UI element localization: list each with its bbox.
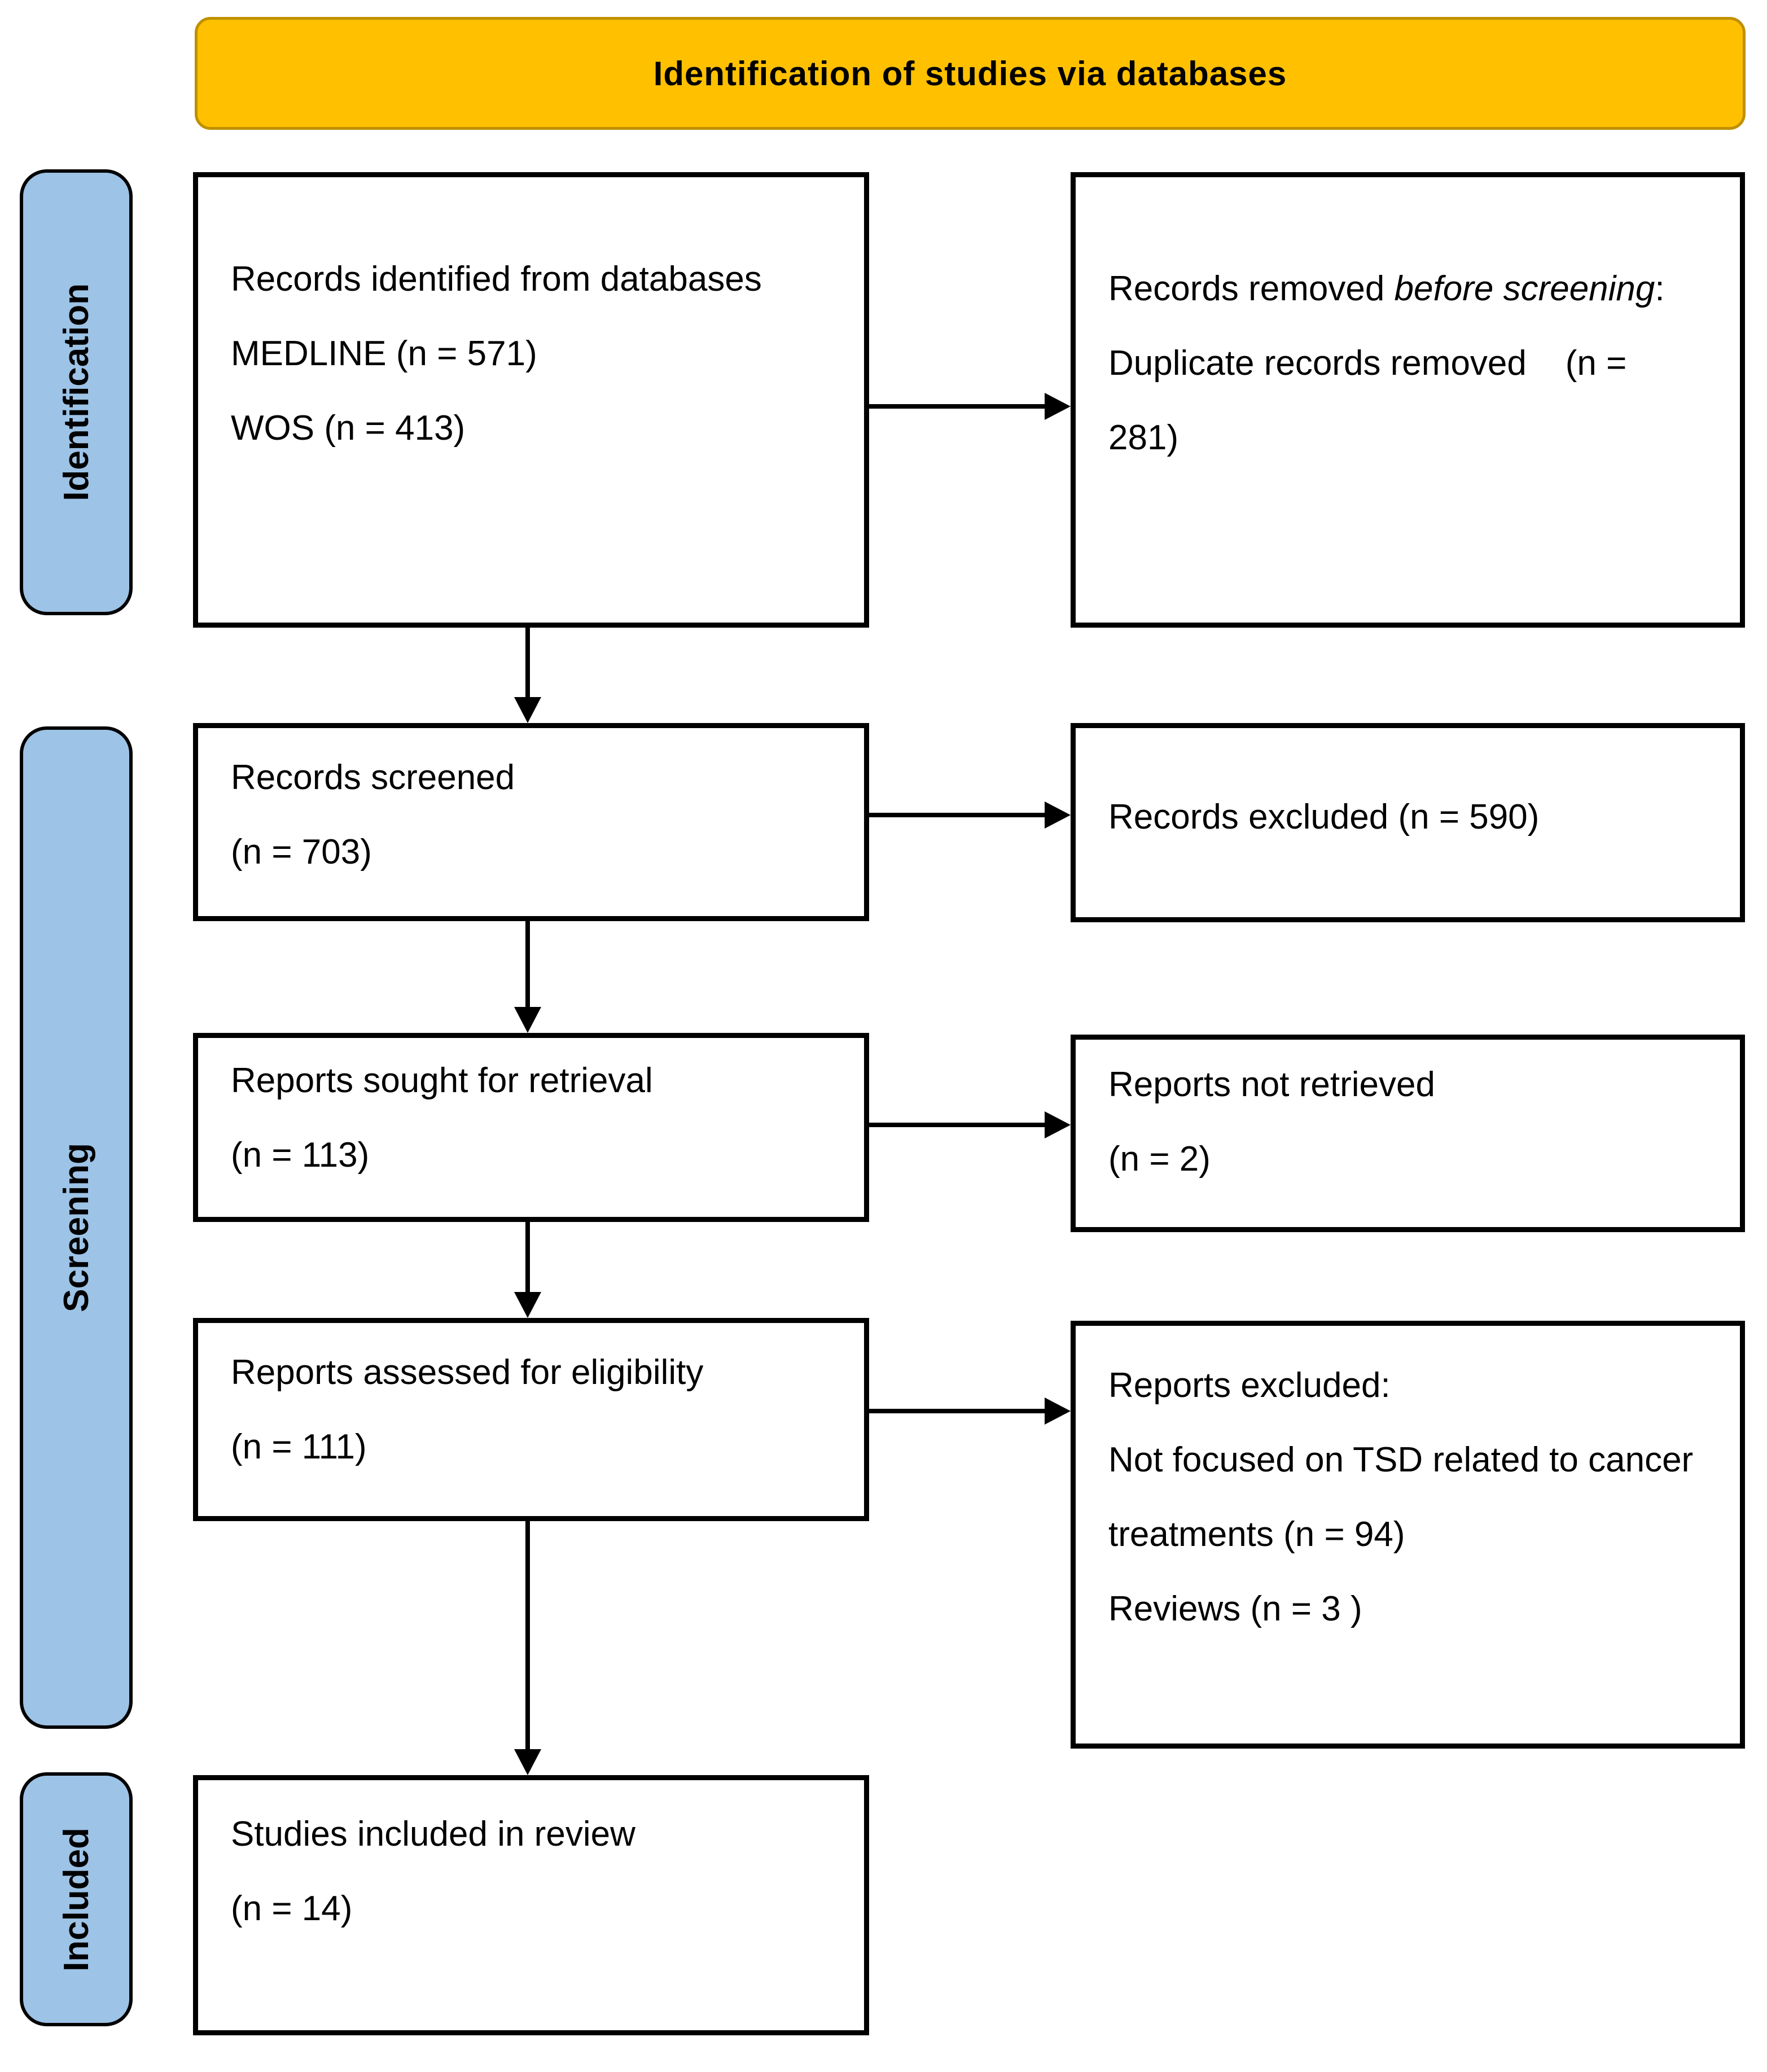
reports-excluded-line-1: Reports excluded: bbox=[1108, 1366, 1391, 1405]
records-identified-line-3: WOS (n = 413) bbox=[231, 409, 466, 448]
stage-screening-label: Screening bbox=[56, 1143, 96, 1312]
box-reports-sought: Reports sought for retrieval (n = 113) bbox=[193, 1033, 869, 1222]
records-excluded-line-1: Records excluded (n = 590) bbox=[1108, 798, 1540, 836]
box-records-excluded: Records excluded (n = 590) bbox=[1071, 723, 1745, 922]
reports-not-retrieved-line-1: Reports not retrieved bbox=[1108, 1065, 1435, 1104]
box-studies-included: Studies included in review (n = 14) bbox=[193, 1775, 869, 2035]
studies-included-line-2: (n = 14) bbox=[231, 1889, 353, 1928]
box-records-removed: Records removed before screening: Duplic… bbox=[1071, 172, 1745, 628]
arrow-sought-to-not-retrieved bbox=[869, 1111, 1071, 1138]
records-removed-italic: before screening bbox=[1394, 269, 1655, 308]
box-reports-excluded: Reports excluded: Not focused on TSD rel… bbox=[1071, 1321, 1745, 1749]
reports-not-retrieved-line-2: (n = 2) bbox=[1108, 1140, 1211, 1179]
records-identified-line-2: MEDLINE (n = 571) bbox=[231, 334, 537, 373]
records-removed-suffix: : bbox=[1655, 269, 1665, 308]
studies-included-line-1: Studies included in review bbox=[231, 1815, 635, 1854]
stage-included-label: Included bbox=[56, 1827, 96, 1972]
reports-sought-line-2: (n = 113) bbox=[231, 1136, 370, 1175]
reports-assessed-line-1: Reports assessed for eligibility bbox=[231, 1353, 704, 1392]
box-records-identified: Records identified from databases MEDLIN… bbox=[193, 172, 869, 628]
records-identified-line-1: Records identified from databases bbox=[231, 260, 762, 299]
reports-excluded-line-3: treatments (n = 94) bbox=[1108, 1515, 1405, 1554]
banner-title: Identification of studies via databases bbox=[653, 54, 1287, 93]
stage-identification-label: Identification bbox=[56, 283, 96, 501]
records-removed-line-2: Duplicate records removed (n = bbox=[1108, 344, 1627, 383]
arrow-screened-to-sought bbox=[514, 921, 541, 1033]
arrow-identified-to-removed bbox=[869, 393, 1071, 420]
reports-excluded-line-2: Not focused on TSD related to cancer bbox=[1108, 1440, 1694, 1479]
records-screened-line-2: (n = 703) bbox=[231, 833, 372, 871]
records-removed-line-1: Records removed before screening: bbox=[1076, 252, 1740, 326]
records-removed-line-3: 281) bbox=[1108, 418, 1179, 457]
arrow-sought-to-assessed bbox=[514, 1222, 541, 1318]
reports-excluded-line-4: Reviews (n = 3 ) bbox=[1108, 1589, 1362, 1628]
arrow-screened-to-excluded bbox=[869, 801, 1071, 829]
arrow-assessed-to-included bbox=[514, 1521, 541, 1775]
arrow-assessed-to-reports-excluded bbox=[869, 1398, 1071, 1425]
box-records-screened: Records screened (n = 703) bbox=[193, 723, 869, 921]
banner: Identification of studies via databases bbox=[195, 17, 1746, 130]
stage-screening: Screening bbox=[20, 726, 133, 1729]
box-reports-not-retrieved: Reports not retrieved (n = 2) bbox=[1071, 1035, 1745, 1232]
stage-included: Included bbox=[20, 1772, 133, 2026]
reports-assessed-line-2: (n = 111) bbox=[231, 1427, 367, 1466]
arrow-identified-to-screened bbox=[514, 628, 541, 723]
stage-identification: Identification bbox=[20, 169, 133, 615]
box-reports-assessed: Reports assessed for eligibility (n = 11… bbox=[193, 1318, 869, 1521]
records-screened-line-1: Records screened bbox=[231, 758, 515, 797]
records-removed-prefix: Records removed bbox=[1108, 269, 1395, 308]
reports-sought-line-1: Reports sought for retrieval bbox=[231, 1061, 653, 1100]
